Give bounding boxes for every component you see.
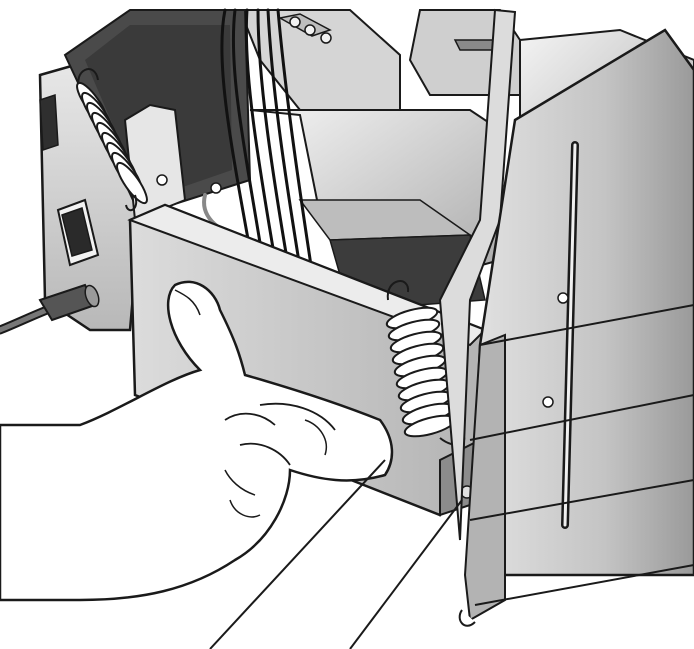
power-switch <box>39 93 100 267</box>
callout-line-4 <box>469 394 694 441</box>
callout-line-6 <box>474 564 694 606</box>
callout-line-3 <box>479 304 694 346</box>
callout-lines <box>209 304 694 649</box>
callout-line-1 <box>209 459 386 649</box>
power-cord <box>0 283 100 335</box>
ribbon-cables <box>202 8 342 307</box>
hand <box>0 280 394 602</box>
output-bin-plate <box>438 8 694 627</box>
callout-line-2 <box>349 499 463 649</box>
callout-line-5 <box>469 479 694 521</box>
left-tension-spring <box>76 68 148 212</box>
